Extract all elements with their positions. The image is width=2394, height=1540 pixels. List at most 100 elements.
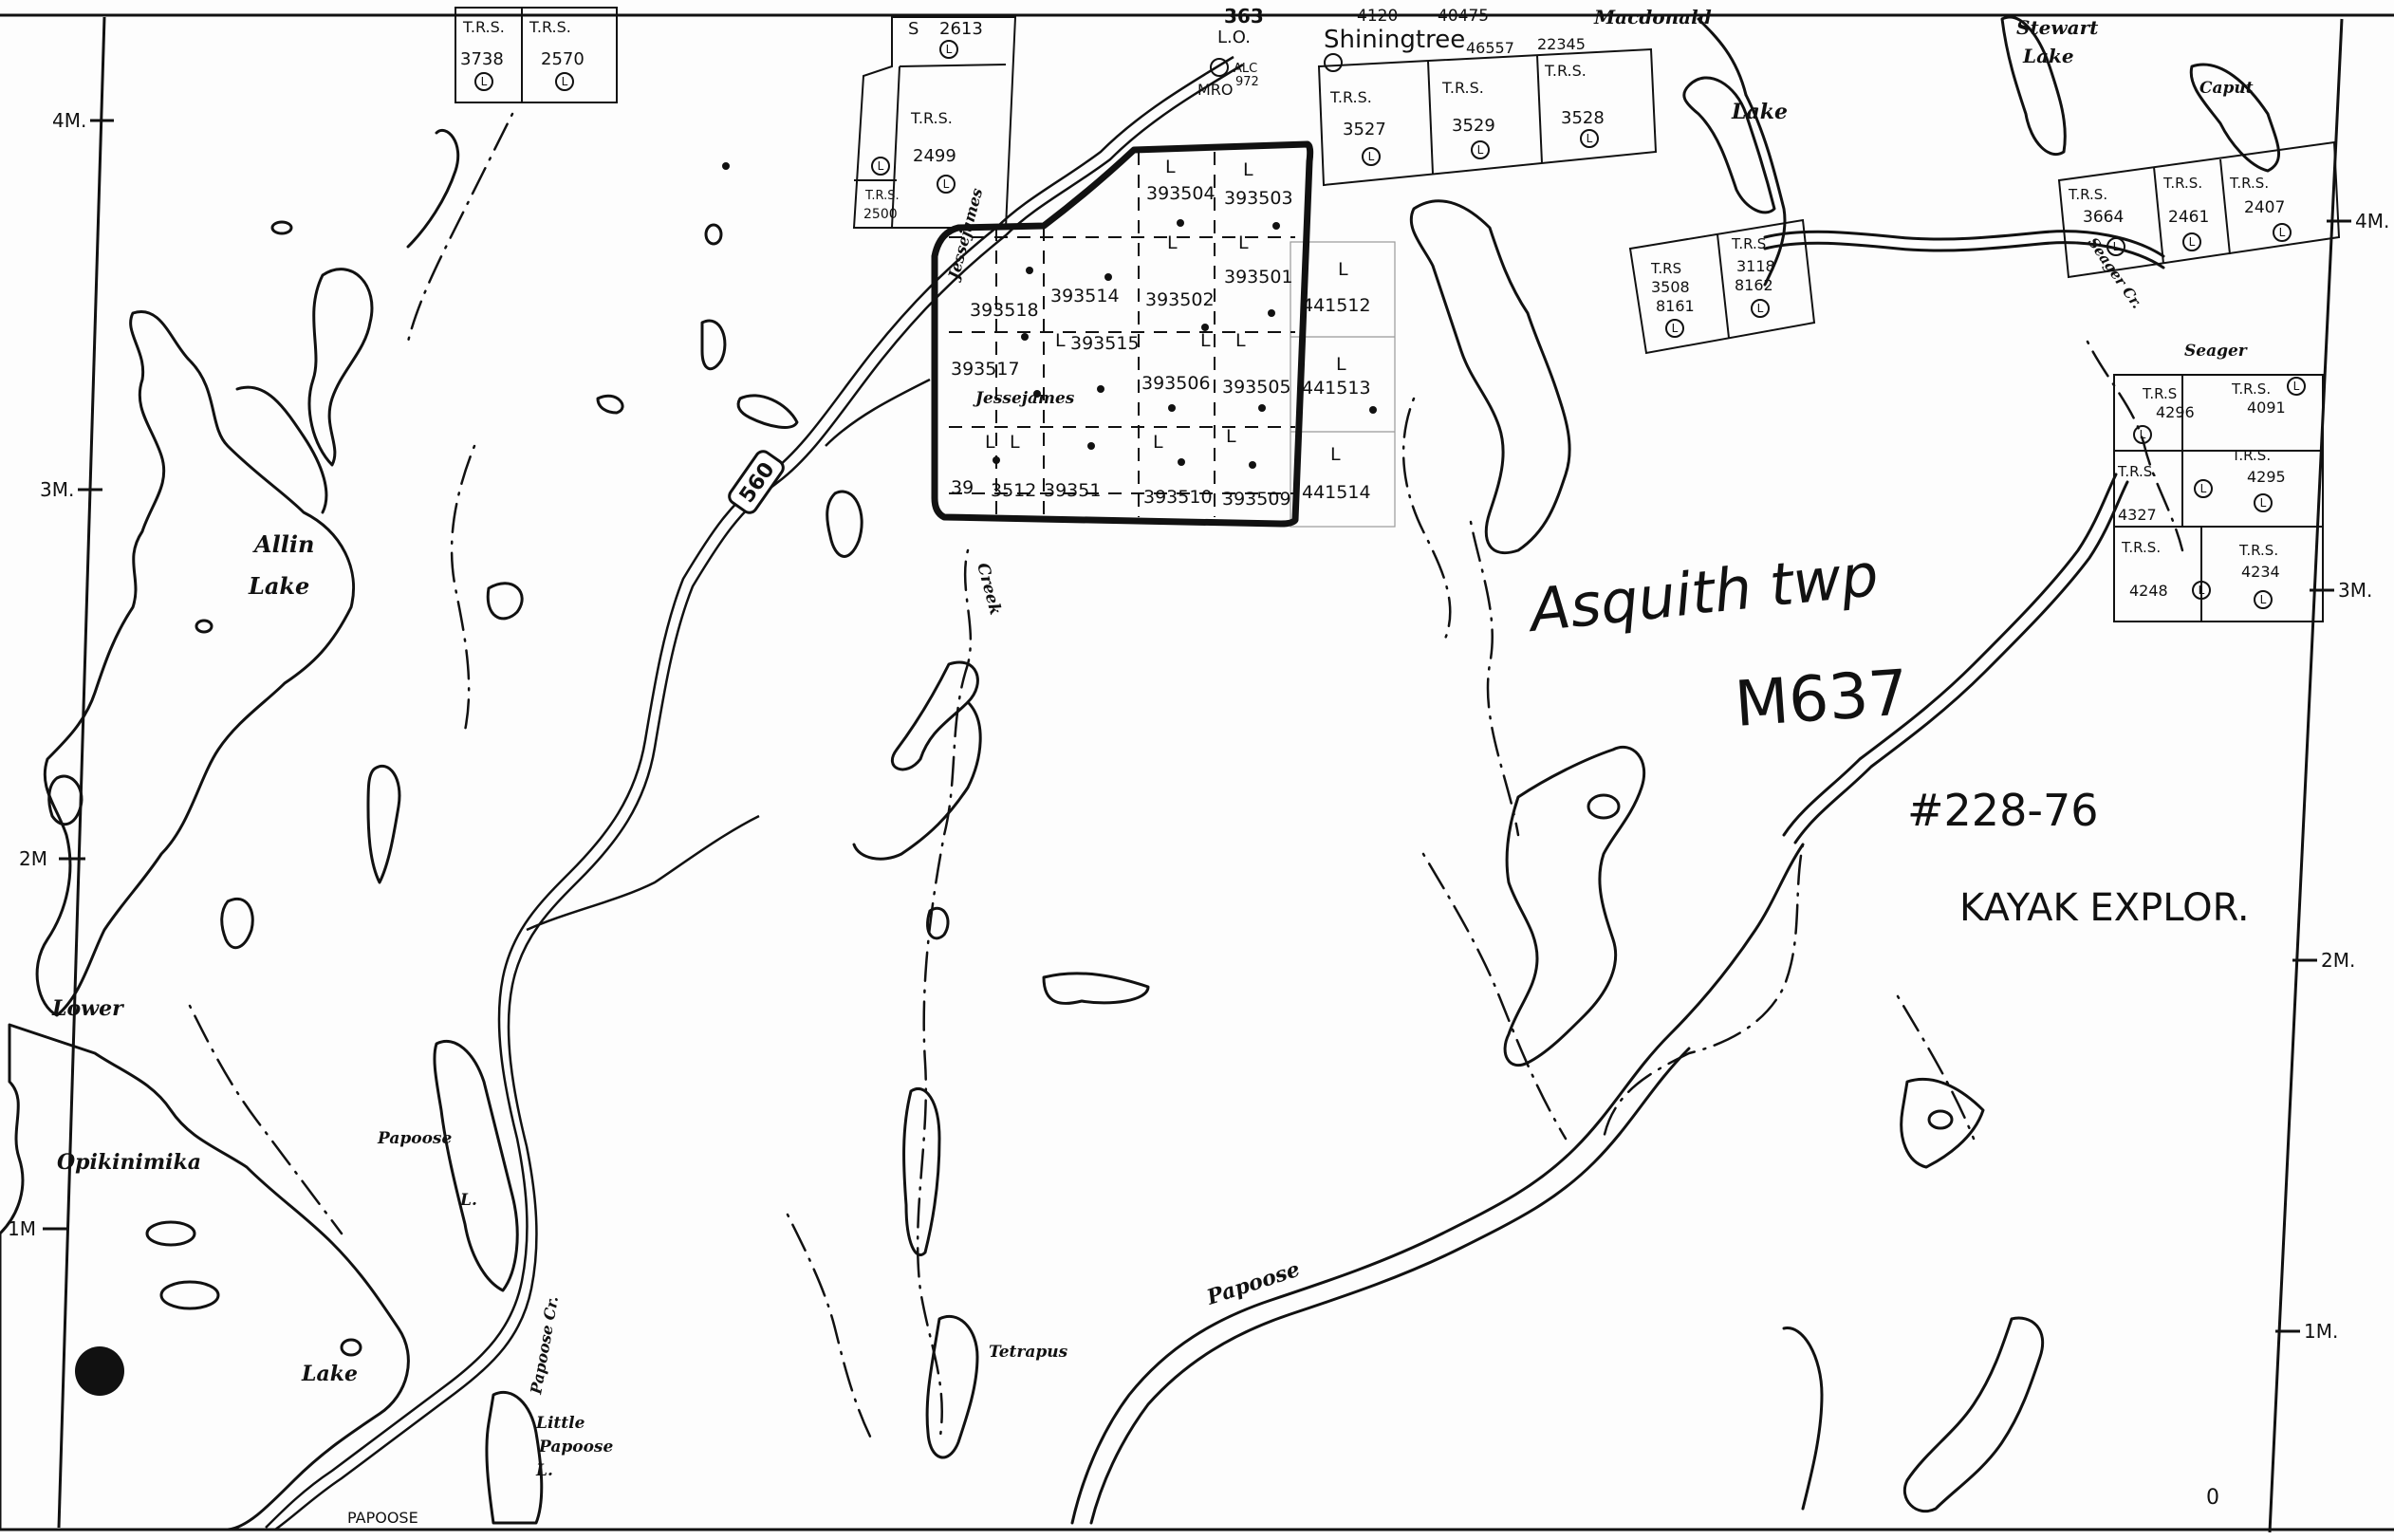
trs-mark: L xyxy=(2260,496,2267,510)
label-creek: Creek xyxy=(973,561,1005,617)
trs-number: 4296 xyxy=(2156,403,2195,421)
trs-label: T.R.S. xyxy=(1329,88,1372,106)
trs-mark: L xyxy=(1477,143,1484,157)
claim-393501: 393501 xyxy=(1224,267,1293,288)
trs-label: T.R.S. xyxy=(864,189,900,203)
lake-jj xyxy=(736,394,799,429)
scale-left-4m: 4M. xyxy=(52,109,86,132)
claim-mark-l: L xyxy=(1336,354,1346,375)
label-papoose-cr: Papoose Cr. xyxy=(527,1294,562,1396)
creek-se-1 xyxy=(1896,994,1976,1141)
claim-outline xyxy=(931,140,1314,528)
claim-393504: 393504 xyxy=(1146,183,1216,204)
claim-mark-l: L xyxy=(1338,259,1348,280)
trs-number: 4248 xyxy=(2129,582,2168,600)
trs-mark: L xyxy=(2199,584,2205,597)
trs-left-column: T.R.S. 2499 L T.R.S. 2500 L S 2613 L xyxy=(852,16,1017,229)
trs-label: T.R.S. xyxy=(2238,542,2278,559)
little-papoose-lake xyxy=(485,1390,544,1525)
scale-left-3m: 3M. xyxy=(40,478,74,501)
scale-ticks-left: 4M. 3M. 2M 1M xyxy=(8,109,114,1240)
highway-560-b xyxy=(274,63,1244,1531)
claim-mark-l: L xyxy=(1167,232,1178,253)
creek-allin xyxy=(188,1004,343,1235)
trs-label: T.R.S. xyxy=(529,18,571,36)
scale-right-3m: 3M. xyxy=(2338,579,2372,602)
lake-north-2 xyxy=(406,129,460,249)
trs-mark: L xyxy=(943,177,950,191)
trs-number: 3664 xyxy=(2083,208,2124,227)
trs-mark: L xyxy=(2113,240,2120,253)
lake-east-big xyxy=(1409,199,1571,555)
trs-number: 2613 xyxy=(939,19,983,39)
misc-label: 972 xyxy=(1235,75,1259,89)
opik-island xyxy=(145,1220,196,1247)
claim-441514: 441514 xyxy=(1302,482,1371,503)
lake-mid-4 xyxy=(926,907,950,940)
claim-mark-l: L xyxy=(1200,330,1211,351)
scale-right-2m: 2M. xyxy=(2321,949,2355,972)
lake-mid-3 xyxy=(890,660,979,771)
trs-label: S xyxy=(908,19,919,39)
trs-mark: L xyxy=(946,43,953,56)
claim-mark-l: L xyxy=(1330,444,1341,465)
handwritten-township: Asquith twp xyxy=(1523,540,1882,646)
handwritten-file-number: #228-76 xyxy=(1907,785,2098,836)
lake-island xyxy=(1587,793,1621,820)
pond-1 xyxy=(270,220,293,235)
label-little-papoose: Papoose xyxy=(538,1438,613,1457)
trs-number: 3508 xyxy=(1651,278,1690,296)
lake-stewart xyxy=(2000,15,2067,156)
handwritten-company: KAYAK EXPLOR. xyxy=(1959,886,2250,930)
misc-label: 46557 xyxy=(1466,39,1514,57)
trs-label: T.R.S. xyxy=(2121,539,2161,556)
claim-mark-l: L xyxy=(1238,232,1249,253)
claim-441512: 441512 xyxy=(1302,295,1371,316)
lake-north-3 xyxy=(700,319,727,371)
trs-mark: L xyxy=(1672,322,1679,335)
creek-top xyxy=(406,112,514,343)
misc-label: ALC xyxy=(1234,62,1257,76)
trs-mark: L xyxy=(1368,150,1375,163)
misc-label: 363 xyxy=(1224,5,1264,28)
claim-393502: 393502 xyxy=(1145,289,1215,310)
claim-mark-l: L xyxy=(1226,426,1236,447)
road-jj xyxy=(825,378,931,447)
claim-393505: 393505 xyxy=(1222,377,1291,398)
lake-caput xyxy=(2189,63,2281,173)
label-jessejames: Jessejames xyxy=(973,389,1075,408)
trs-mark: L xyxy=(562,75,568,88)
claim-mark-l: L xyxy=(1055,330,1066,351)
trs-label: T.R.S. xyxy=(2229,175,2269,192)
trs-mark: L xyxy=(481,75,488,88)
trs-number: 4295 xyxy=(2247,468,2286,486)
corner-mark: 0 xyxy=(2206,1486,2219,1510)
trs-number: 8162 xyxy=(1735,276,1773,294)
label-lake-ne: Lake xyxy=(1731,100,1788,124)
papoose-river xyxy=(1070,843,1805,1525)
claim-393510: 393510 xyxy=(1143,487,1213,508)
label-stewart-lake: Lake xyxy=(2022,45,2074,67)
claim-posts xyxy=(722,162,1377,469)
label-stewart: Stewart xyxy=(2016,16,2099,39)
scale-left-1m: 1M xyxy=(8,1217,36,1240)
trs-number: 2407 xyxy=(2244,198,2285,217)
opik-island-2 xyxy=(159,1280,220,1310)
misc-label: 4120 xyxy=(1357,7,1398,26)
trs-number: 4234 xyxy=(2241,563,2280,581)
roads xyxy=(265,55,1244,1531)
lake-west-small xyxy=(366,765,401,884)
trs-number: 3118 xyxy=(1736,257,1775,275)
lake-se-2 xyxy=(1902,1316,2045,1513)
allin-island xyxy=(195,619,213,634)
papoose-lake-west xyxy=(433,1039,519,1292)
trs-label: T.R.S. xyxy=(2117,463,2157,480)
trs-label: T.R.S. xyxy=(910,109,953,127)
claim-mark-l: L xyxy=(1235,330,1246,351)
label-little-l: L. xyxy=(535,1461,553,1480)
misc-label: 40475 xyxy=(1438,7,1489,26)
label-papoose-lake: Papoose xyxy=(377,1129,452,1148)
trs-number: 8161 xyxy=(1656,297,1695,315)
lake-se-island xyxy=(1927,1109,1954,1130)
label-bottom: PAPOOSE xyxy=(347,1509,418,1527)
